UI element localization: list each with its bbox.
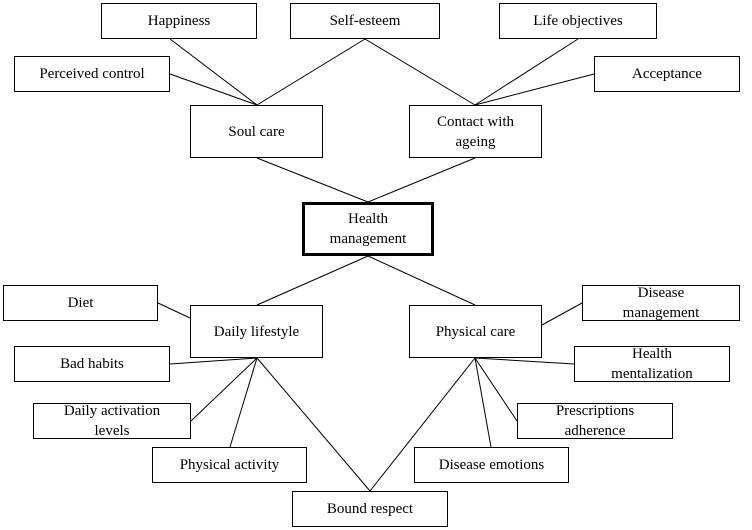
- node-physical-care-label: Physical care: [435, 323, 516, 340]
- node-daily-lifestyle-label: Daily lifestyle: [213, 323, 300, 340]
- node-soul-care: Soul care: [190, 105, 323, 158]
- node-prescriptions-adherence: Prescriptions adherence: [517, 403, 673, 439]
- connector-happiness-to-soul-care: [169, 38, 258, 106]
- node-disease-emotions-label: Disease emotions: [438, 457, 545, 473]
- node-physical-activity: Physical activity: [152, 447, 307, 483]
- connector-diet-to-daily-lifestyle: [157, 302, 191, 319]
- node-bad-habits-label: Bad habits: [60, 356, 124, 372]
- connector-disease-emotions-to-physical-care: [474, 357, 492, 448]
- connector-self-esteem-to-soul-care: [256, 38, 366, 106]
- node-daily-activation-levels-label: Daily activation levels: [63, 403, 161, 439]
- connector-soul-care-to-health-management: [256, 157, 369, 203]
- connector-life-objectives-to-contact-with-ageing: [474, 38, 579, 106]
- node-contact-with-ageing-label: Contact with ageing: [436, 113, 515, 150]
- node-soul-care-label: Soul care: [228, 123, 285, 140]
- node-health-mentalization: Health mentalization: [574, 346, 730, 382]
- connector-health-management-to-physical-care: [367, 255, 476, 306]
- connector-bound-respect-to-physical-care: [369, 357, 476, 492]
- node-bound-respect-label: Bound respect: [326, 501, 414, 517]
- node-disease-emotions: Disease emotions: [414, 447, 569, 483]
- connector-health-mentalization-to-physical-care: [474, 357, 575, 365]
- connector-health-management-to-daily-lifestyle: [256, 255, 369, 306]
- connector-disease-management-to-physical-care: [541, 302, 583, 326]
- connector-acceptance-to-contact-with-ageing: [474, 73, 595, 106]
- node-diet-label: Diet: [67, 295, 94, 311]
- node-acceptance-label: Acceptance: [632, 66, 702, 82]
- node-health-mentalization-label: Health mentalization: [611, 346, 693, 382]
- connector-perceived-control-to-soul-care: [169, 73, 258, 106]
- node-life-objectives-label: Life objectives: [533, 13, 623, 29]
- node-disease-management: Disease management: [582, 285, 740, 321]
- node-self-esteem-label: Self-esteem: [329, 13, 401, 29]
- node-daily-lifestyle: Daily lifestyle: [190, 305, 323, 358]
- node-health-management: Health management: [302, 202, 434, 256]
- connector-prescriptions-adherence-to-physical-care: [474, 357, 518, 422]
- node-bad-habits: Bad habits: [14, 346, 170, 382]
- node-prescriptions-adherence-label: Prescriptions adherence: [555, 403, 635, 439]
- node-daily-activation-levels: Daily activation levels: [33, 403, 191, 439]
- node-perceived-control: Perceived control: [14, 56, 170, 92]
- node-physical-activity-label: Physical activity: [179, 457, 280, 473]
- connector-daily-activation-levels-to-daily-lifestyle: [190, 357, 258, 422]
- connector-contact-with-ageing-to-health-management: [367, 157, 476, 203]
- connector-physical-activity-to-daily-lifestyle: [229, 357, 258, 448]
- node-physical-care: Physical care: [409, 305, 542, 358]
- node-happiness: Happiness: [101, 3, 257, 39]
- connector-self-esteem-to-contact-with-ageing: [364, 38, 476, 106]
- connector-bad-habits-to-daily-lifestyle: [169, 357, 258, 365]
- node-perceived-control-label: Perceived control: [39, 66, 145, 82]
- node-self-esteem: Self-esteem: [290, 3, 440, 39]
- node-diet: Diet: [3, 285, 158, 321]
- node-contact-with-ageing: Contact with ageing: [409, 105, 542, 158]
- node-bound-respect: Bound respect: [292, 491, 448, 527]
- node-life-objectives: Life objectives: [499, 3, 657, 39]
- node-acceptance: Acceptance: [594, 56, 740, 92]
- node-disease-management-label: Disease management: [622, 285, 700, 321]
- node-happiness-label: Happiness: [147, 13, 211, 29]
- node-health-management-label: Health management: [329, 211, 407, 247]
- connector-bound-respect-to-daily-lifestyle: [256, 357, 371, 492]
